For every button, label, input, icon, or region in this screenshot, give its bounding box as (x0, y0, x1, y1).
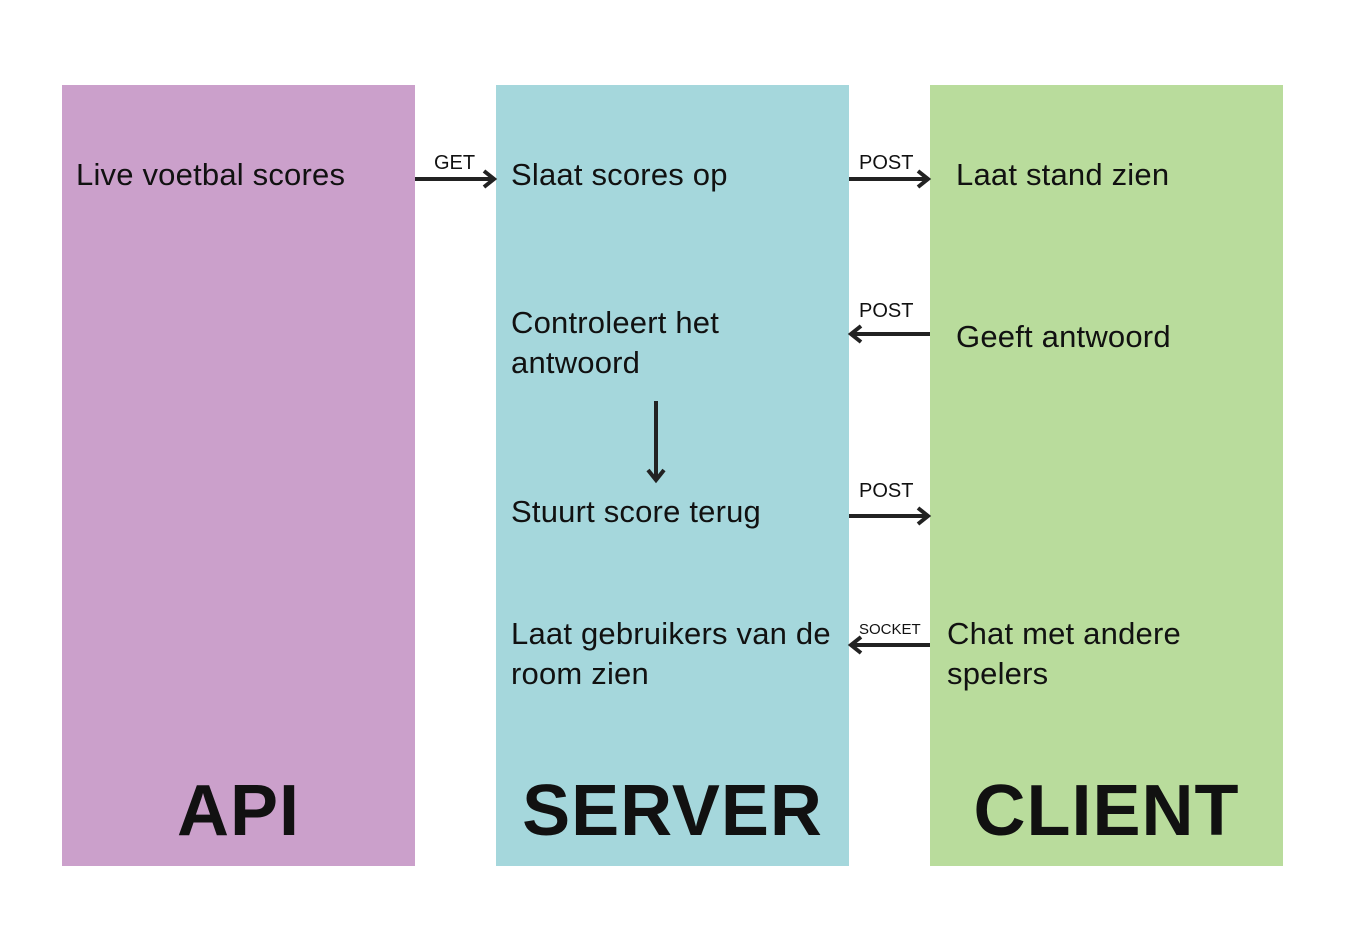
arrow-api-to-server (415, 169, 498, 189)
server-column-title: SERVER (522, 771, 823, 851)
edge-label-post-1: POST (859, 152, 914, 174)
api-column: Live voetbal scores API (62, 85, 415, 866)
server-item-checks-answer: Controleert het antwoord (511, 305, 720, 380)
arrow-server-to-client-1 (849, 169, 932, 189)
client-item-gives-answer: Geeft antwoord (956, 319, 1171, 354)
server-item-stores-scores: Slaat scores op (511, 157, 728, 192)
edge-label-post-2: POST (859, 300, 914, 322)
edge-label-get: GET (434, 152, 476, 174)
client-column: Laat stand zien Geeft antwoord Chat met … (930, 85, 1283, 866)
server-column: Slaat scores op Controleert het antwoord… (496, 85, 849, 866)
client-column-title: CLIENT (973, 771, 1240, 851)
api-item-live-scores: Live voetbal scores (76, 157, 346, 192)
edge-label-post-3: POST (859, 480, 914, 502)
server-item-sends-score: Stuurt score terug (511, 494, 761, 529)
api-column-title: API (176, 771, 301, 851)
arrow-server-internal-down (646, 401, 666, 484)
arrow-client-to-server-socket (847, 635, 930, 655)
edge-label-socket: SOCKET (859, 621, 921, 638)
client-item-shows-standings: Laat stand zien (956, 157, 1170, 192)
client-item-chat: Chat met andere spelers (947, 616, 1181, 691)
arrow-client-to-server-1 (847, 324, 930, 344)
server-item-shows-room-users: Laat gebruikers van de room zien (511, 616, 831, 691)
arrow-server-to-client-2 (849, 506, 932, 526)
